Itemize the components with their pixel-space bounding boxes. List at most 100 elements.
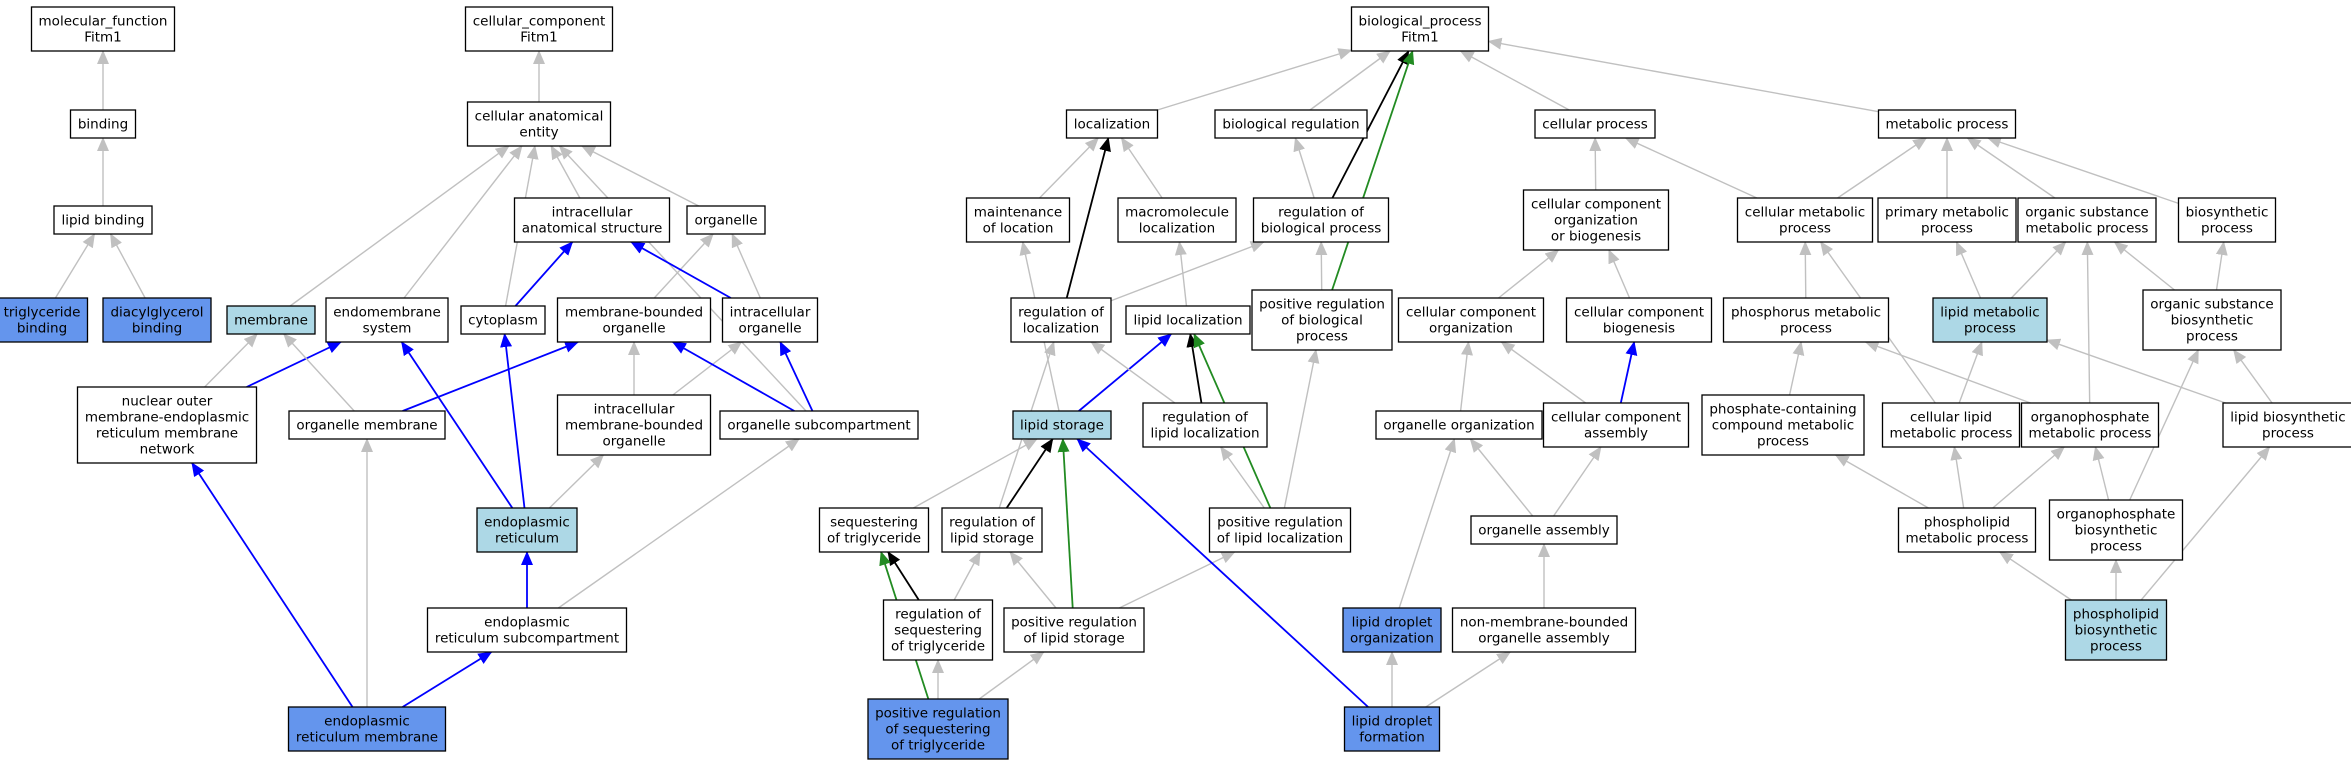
node-label-line: of location bbox=[983, 221, 1054, 237]
node-label-line: organelle assembly bbox=[1478, 523, 1609, 539]
node-bioreg[interactable]: biological regulation bbox=[1214, 109, 1368, 139]
node-box bbox=[818, 507, 930, 553]
node-box bbox=[1542, 402, 1690, 448]
node-label-line: organic substance bbox=[2025, 205, 2148, 221]
node-binding[interactable]: binding bbox=[69, 109, 137, 139]
node-label-line: binding bbox=[78, 117, 128, 133]
node-box bbox=[1010, 297, 1112, 343]
edge-ersub-to-orgsub bbox=[557, 438, 800, 609]
node-box bbox=[721, 297, 819, 343]
node-label-line: network bbox=[140, 442, 195, 458]
node-label-line: process bbox=[1757, 434, 1809, 450]
node-label-line: organophosphate bbox=[2031, 410, 2150, 426]
edge-orgsub-to-mbo bbox=[671, 341, 795, 412]
edge-orgphosbio-to-orgphosmet bbox=[2092, 446, 2110, 501]
edge-cytoplasm-to-ias bbox=[514, 241, 574, 307]
node-label-line: organelle membrane bbox=[296, 418, 437, 434]
node-box bbox=[2020, 402, 2160, 448]
node-label-line: binding bbox=[132, 321, 182, 337]
node-label-line: positive regulation bbox=[1259, 297, 1385, 313]
edge-lipidstor-to-lipidloc bbox=[1078, 333, 1172, 412]
node-box bbox=[466, 101, 612, 147]
node-loc[interactable]: localization bbox=[1065, 109, 1159, 139]
node-orgmem[interactable]: organelle membrane bbox=[288, 410, 446, 440]
node-label-line: organelle bbox=[602, 434, 665, 450]
edge-orgsub-to-icorg bbox=[779, 341, 814, 412]
node-organelle[interactable]: organelle bbox=[686, 205, 766, 235]
node-label-line: Fitm1 bbox=[1401, 30, 1439, 46]
node-label-line: lipid localization bbox=[1150, 426, 1259, 442]
node-box bbox=[1142, 402, 1268, 448]
edge-reglipidloc-to-lipidloc bbox=[1186, 333, 1203, 404]
node-nucouter[interactable]: nuclear outermembrane-endoplasmicreticul… bbox=[76, 386, 258, 464]
node-label-line: entity bbox=[519, 125, 558, 141]
node-label-line: lipid storage bbox=[1020, 418, 1104, 434]
node-label-line: organelle bbox=[694, 213, 757, 229]
node-lipidbind[interactable]: lipid binding bbox=[53, 205, 153, 235]
edge-phospholipmet-to-celllipid bbox=[1950, 446, 1965, 509]
node-cytoplasm[interactable]: cytoplasm bbox=[460, 305, 546, 335]
node-orgorg[interactable]: organelle organization bbox=[1375, 410, 1543, 440]
node-cellproc[interactable]: cellular process bbox=[1534, 109, 1656, 139]
node-orgsub[interactable]: organelle subcompartment bbox=[719, 410, 919, 440]
node-lipidloc[interactable]: lipid localization bbox=[1125, 305, 1251, 335]
node-orgasm[interactable]: organelle assembly bbox=[1470, 515, 1618, 545]
node-membrane[interactable]: membrane bbox=[226, 305, 316, 335]
node-label-line: macromolecule bbox=[1125, 205, 1229, 221]
edge-ermem-to-nucouter bbox=[191, 462, 354, 708]
node-box bbox=[965, 197, 1071, 243]
node-label-line: membrane bbox=[234, 313, 308, 329]
edge-icorg-to-organelle bbox=[731, 233, 761, 299]
node-metab[interactable]: metabolic process bbox=[1877, 109, 2017, 139]
node-lipidstor[interactable]: lipid storage bbox=[1012, 410, 1112, 440]
node-box bbox=[882, 599, 994, 661]
